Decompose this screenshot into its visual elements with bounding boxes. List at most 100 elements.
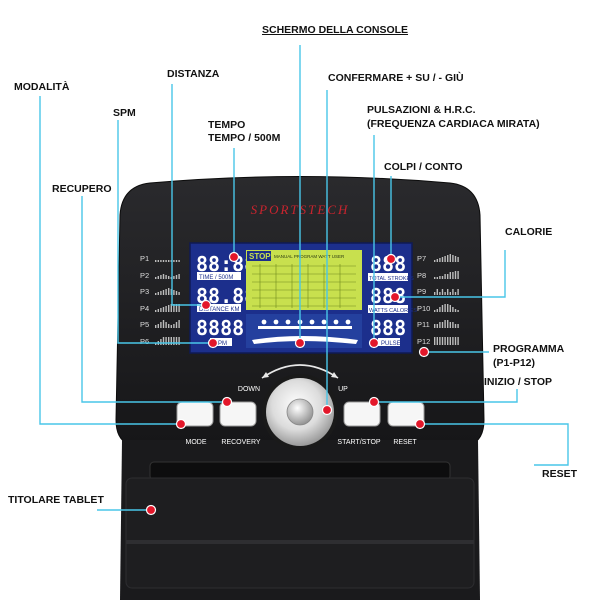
label-confirm: CONFERMARE + SU / - GIÙ [328, 72, 464, 84]
program-list-left: P1 P2 P3 P4 P5 P6 [140, 254, 149, 346]
program-label-p1: P1 [140, 254, 149, 263]
label-tablet-holder: TITOLARE TABLET [8, 494, 104, 506]
program-bar-7 [444, 256, 446, 262]
start-stop-button-label: START/STOP [337, 439, 381, 446]
recovery-button-label: RECOVERY [221, 439, 260, 446]
program-bar-1 [175, 260, 178, 262]
label-pulse-2: (FREQUENZA CARDIACA MIRATA) [367, 118, 540, 130]
program-bar-8 [447, 274, 449, 279]
down-label: DOWN [238, 386, 260, 393]
program-bar-2 [162, 274, 165, 279]
program-bar-5 [178, 320, 180, 328]
program-bar-7 [457, 257, 459, 262]
program-label-p6: P6 [140, 337, 149, 346]
program-bar-4 [178, 304, 180, 312]
label-spm: SPM [113, 107, 136, 119]
program-bar-2 [155, 277, 157, 279]
program-bar-12 [457, 337, 459, 345]
program-bar-11 [447, 320, 449, 328]
program-bar-12 [436, 337, 438, 345]
program-label-p12: P12 [417, 337, 430, 346]
program-bar-10 [436, 309, 438, 312]
label-time-2: TEMPO / 500M [208, 132, 281, 144]
program-bar-7 [439, 258, 441, 262]
lcd-program-header: MANUAL PROGRAM WATT USER [274, 254, 345, 259]
program-bar-8 [444, 274, 446, 279]
program-bar-9 [444, 292, 446, 295]
marker-start-stop [368, 396, 380, 408]
program-bar-5 [155, 325, 157, 328]
program-bar-11 [436, 324, 438, 328]
program-bar-10 [449, 305, 451, 312]
program-bar-12 [447, 337, 449, 345]
program-bar-12 [441, 337, 444, 345]
program-bar-3 [165, 289, 167, 295]
program-bar-8 [457, 271, 459, 279]
program-bar-3 [168, 288, 170, 295]
program-bar-4 [168, 305, 170, 312]
program-bar-10 [434, 310, 436, 312]
program-bar-4 [162, 307, 165, 312]
lcd-spm-digits: 8888 [196, 316, 244, 340]
program-label-p3: P3 [140, 287, 149, 296]
label-console-screen: SCHERMO DELLA CONSOLE [262, 24, 409, 36]
program-bar-7 [441, 257, 444, 262]
program-bar-7 [436, 259, 438, 262]
up-label: UP [338, 386, 348, 393]
program-bar-5 [173, 324, 175, 328]
program-bar-10 [447, 304, 449, 312]
lcd-spm-label: SPM [214, 341, 227, 347]
program-bar-11 [441, 322, 444, 328]
label-start-stop: INIZIO / STOP [484, 376, 553, 388]
program-bar-9 [434, 292, 436, 295]
program-bar-4 [175, 304, 178, 312]
recovery-button[interactable] [219, 401, 257, 427]
start-stop-button[interactable] [343, 401, 381, 427]
program-bar-icons [155, 254, 459, 345]
program-bar-6 [162, 337, 165, 345]
program-bar-5 [175, 322, 178, 328]
label-program-1: PROGRAMMA [493, 343, 565, 355]
program-bar-10 [454, 309, 457, 312]
program-bar-8 [436, 277, 438, 279]
program-bar-6 [178, 337, 180, 345]
program-bar-6 [168, 337, 170, 345]
program-bar-3 [173, 290, 175, 295]
marker-recovery [221, 396, 233, 408]
program-label-p7: P7 [417, 254, 426, 263]
program-bar-3 [175, 291, 178, 295]
program-bar-6 [165, 337, 167, 345]
marker-reset [414, 418, 426, 430]
program-bar-8 [439, 276, 441, 279]
program-bar-2 [157, 276, 159, 279]
program-bar-2 [160, 275, 162, 279]
program-bar-9 [457, 289, 459, 295]
program-bar-1 [173, 260, 175, 262]
program-label-p2: P2 [140, 271, 149, 280]
control-knob[interactable] [262, 374, 338, 450]
program-bar-4 [165, 306, 167, 312]
program-label-p5: P5 [140, 320, 149, 329]
marker-distance [200, 299, 212, 311]
lcd-time-label: TIME / 500M [199, 275, 233, 281]
program-bar-5 [162, 320, 165, 328]
program-bar-8 [452, 272, 454, 279]
program-list-right: P7 P8 P9 P10 P11 P12 [417, 254, 430, 346]
program-bar-5 [160, 322, 162, 328]
program-bar-8 [434, 277, 436, 279]
program-label-p8: P8 [417, 271, 426, 280]
label-time-1: TEMPO [208, 119, 246, 131]
brand-logo: SPORTSTECH [251, 202, 350, 217]
lcd-stop-text: STOP [249, 252, 271, 261]
program-bar-11 [439, 322, 441, 328]
reset-button-label: RESET [393, 439, 417, 446]
program-bar-1 [162, 260, 165, 262]
program-bar-4 [155, 310, 157, 312]
marker-time [228, 251, 240, 263]
lcd-strokes-label: TOTAL STROKES [369, 276, 414, 282]
callout-lines [39, 45, 569, 511]
program-bar-9 [441, 289, 444, 295]
program-bar-11 [454, 324, 457, 328]
program-bar-12 [449, 337, 451, 345]
